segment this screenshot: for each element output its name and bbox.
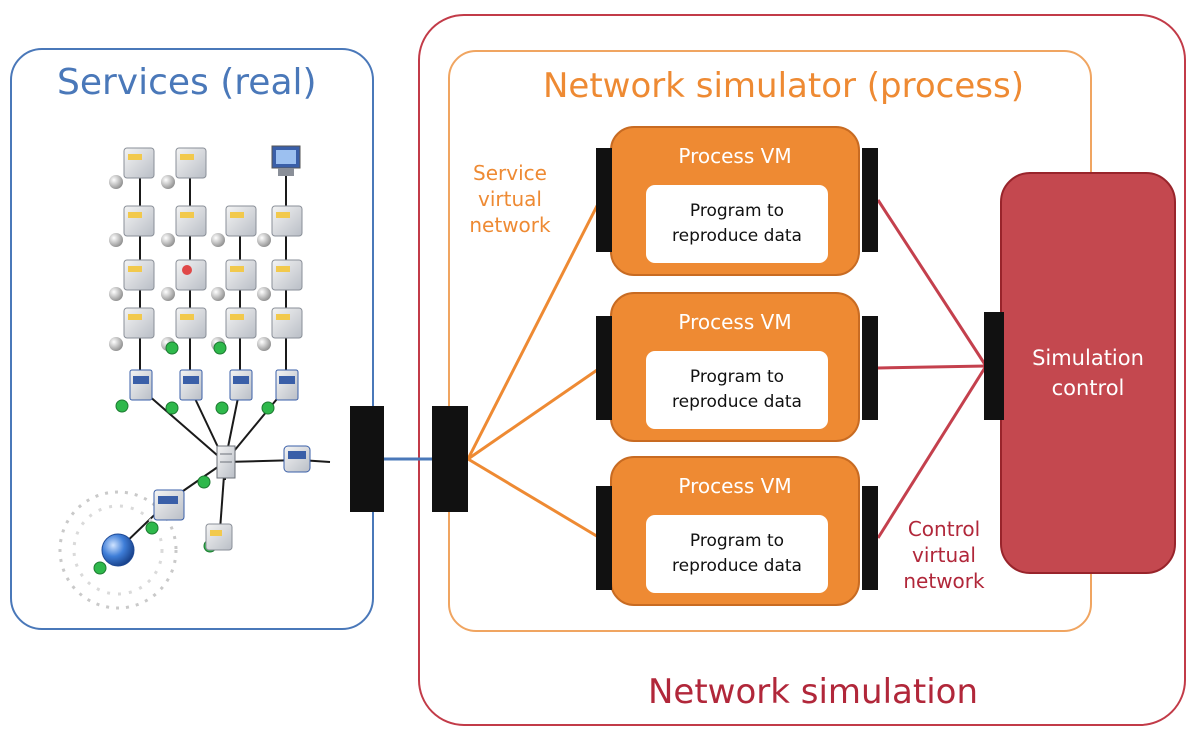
service-network-line-3 [467,457,601,540]
server-icon [161,147,207,189]
server-icon [257,205,303,247]
vm1-control-port [862,148,878,252]
process-vm-2: Process VM Program to reproduce data [610,292,860,442]
simulation-control-line-1: Simulation [1032,346,1144,370]
server-icon [211,205,257,247]
simulation-control-line-2: control [1051,376,1125,400]
service-network-line-2 [467,366,601,461]
control-network-line-2 [877,364,987,370]
program-line-2: reproduce data [672,392,802,412]
process-vm-title: Process VM [678,310,792,334]
server-icon [161,259,207,301]
server-icon [257,259,303,301]
program-text: Program to reproduce data [657,199,817,249]
server-grid [109,145,303,351]
router-icon [129,369,153,401]
program-text: Program to reproduce data [657,365,817,415]
globe-icon [101,533,135,567]
simulator-connector [432,406,468,512]
services-container [10,48,374,630]
network-simulator-title: Network simulator (process) [543,66,1024,106]
program-line-2: reproduce data [672,556,802,576]
process-vm-title: Process VM [678,474,792,498]
process-vm-1: Process VM Program to reproduce data [610,126,860,276]
service-vn-line-1: Service [473,161,547,185]
process-vm-title: Process VM [678,144,792,168]
server-icon [109,259,155,301]
control-network-line-1 [876,199,988,367]
orbit-ring-inner [72,504,164,596]
program-box: Program to reproduce data [646,515,828,593]
service-virtual-network-label: Service virtual network [455,160,565,238]
vm2-control-port [862,316,878,420]
server-icon [109,205,155,247]
program-box: Program to reproduce data [646,185,828,263]
program-text: Program to reproduce data [657,529,817,579]
router-icon [275,369,299,401]
control-vn-line-3: network [903,569,985,593]
service-network-line-1 [466,199,602,460]
simulation-control-block: Simulation control [1000,172,1176,574]
workstation-icon [271,145,301,176]
program-line-1: Program to [689,531,785,551]
service-vn-line-3: network [469,213,551,237]
server-icon [211,259,257,301]
server-icon [161,205,207,247]
control-network-line-3 [876,365,988,539]
router-icon [283,445,311,473]
server-icon [109,307,155,351]
program-line-2: reproduce data [672,226,802,246]
program-line-1: Program to [689,367,785,387]
server-icon [257,307,303,351]
orbit-ring [58,490,178,610]
control-vn-line-1: Control [907,517,981,541]
router-icon [229,369,253,401]
network-simulation-container [418,14,1186,726]
router-row [129,369,299,401]
switch-icon [216,445,236,479]
server-icon [205,523,233,551]
service-vn-line-2: virtual [478,187,542,211]
server-icon [153,489,185,521]
vm3-service-port [596,486,612,590]
server-icon [109,147,155,189]
vm2-service-port [596,316,612,420]
services-title: Services (real) [57,62,317,103]
program-line-1: Program to [689,201,785,221]
vm3-control-port [862,486,878,590]
network-simulation-title: Network simulation [648,672,979,712]
control-vn-line-2: virtual [912,543,976,567]
router-icon [179,369,203,401]
services-connector [350,406,384,512]
simulation-control-port [984,312,1004,420]
control-virtual-network-label: Control virtual network [886,516,1002,594]
real-services-network-illustration [58,145,331,610]
vm1-service-port [596,148,612,252]
process-vm-3: Process VM Program to reproduce data [610,456,860,606]
simulation-control-label: Simulation control [1013,343,1163,403]
program-box: Program to reproduce data [646,351,828,429]
